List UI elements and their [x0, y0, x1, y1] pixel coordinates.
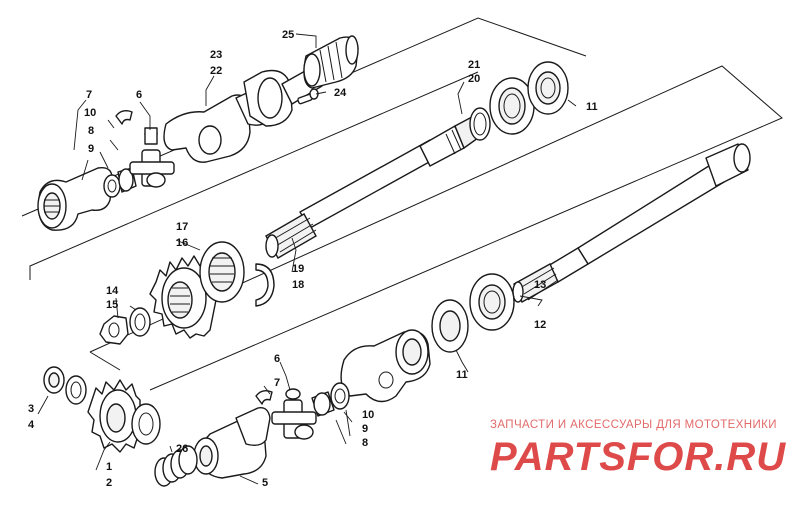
callout-2: 2 — [106, 477, 112, 489]
callout-13: 13 — [534, 279, 546, 291]
callout-1: 1 — [106, 461, 112, 473]
watermark: ЗАПЧАСТИ И АКСЕССУАРЫ ДЛЯ МОТОТЕХНИКИ PA… — [490, 419, 786, 479]
yoke-upper-left — [37, 167, 113, 231]
callout-labels: 7 10 8 9 6 23 22 25 24 21 20 11 17 16 19… — [28, 29, 598, 489]
callout-17: 17 — [176, 221, 188, 233]
bearing-12-13 — [469, 273, 515, 331]
ring-and-cup-lower — [311, 382, 350, 417]
nut-and-washer — [99, 307, 151, 345]
bearing-16-17 — [199, 241, 245, 303]
callout-8-lower: 8 — [362, 437, 368, 449]
spider-cross-upper — [129, 127, 175, 188]
callout-19: 19 — [292, 263, 304, 275]
boot-25 — [303, 35, 359, 89]
callout-8-upper: 8 — [88, 125, 94, 137]
spring-26 — [154, 445, 198, 487]
callout-3: 3 — [28, 403, 34, 415]
watermark-subtitle: ЗАПЧАСТИ И АКСЕССУАРЫ ДЛЯ МОТОТЕХНИКИ — [490, 419, 777, 431]
pinion-gear-lower — [87, 379, 141, 453]
leader-lines — [37, 33, 577, 485]
ring-and-seal-upper — [469, 77, 535, 141]
drive-shaft-lower — [512, 143, 751, 303]
callout-5: 5 — [262, 477, 268, 489]
drive-shaft-upper — [265, 117, 479, 259]
washer-lower — [131, 403, 161, 445]
callout-7-lower: 7 — [274, 377, 280, 389]
callout-9-upper: 9 — [88, 143, 94, 155]
ring-gear-upper — [149, 255, 217, 339]
callout-6-upper: 6 — [136, 89, 142, 101]
callout-11-lower: 11 — [456, 369, 468, 381]
bearing-3-4 — [43, 366, 87, 405]
callout-24: 24 — [334, 87, 347, 99]
yoke-lower-right — [340, 329, 431, 403]
callout-6-lower: 6 — [274, 353, 280, 365]
watermark-brand: PARTSFOR.RU — [490, 435, 786, 479]
callout-7-upper: 7 — [86, 89, 92, 101]
callout-18: 18 — [292, 279, 304, 291]
callout-21: 21 — [468, 59, 480, 71]
callout-14: 14 — [106, 285, 119, 297]
yoke-5 — [193, 407, 271, 479]
spider-cross-lower — [271, 388, 317, 440]
callout-10-lower: 10 — [362, 409, 374, 421]
callout-11-upper: 11 — [586, 101, 598, 113]
seal-11-upper — [527, 61, 569, 115]
callout-12: 12 — [534, 319, 546, 331]
callout-25: 25 — [282, 29, 294, 41]
callout-20: 20 — [468, 73, 480, 85]
callout-16: 16 — [176, 237, 188, 249]
callout-4: 4 — [28, 419, 35, 431]
callout-23: 23 — [210, 49, 222, 61]
clip-upper — [115, 109, 133, 125]
callout-15: 15 — [106, 299, 118, 311]
callout-22: 22 — [210, 65, 222, 77]
clip-lower — [255, 389, 273, 405]
callout-9-lower: 9 — [362, 423, 368, 435]
callout-26: 26 — [176, 443, 188, 455]
snap-ring-18 — [255, 263, 275, 307]
seal-11-lower — [431, 299, 469, 353]
bolt-24 — [297, 88, 319, 105]
callout-10-upper: 10 — [84, 107, 96, 119]
